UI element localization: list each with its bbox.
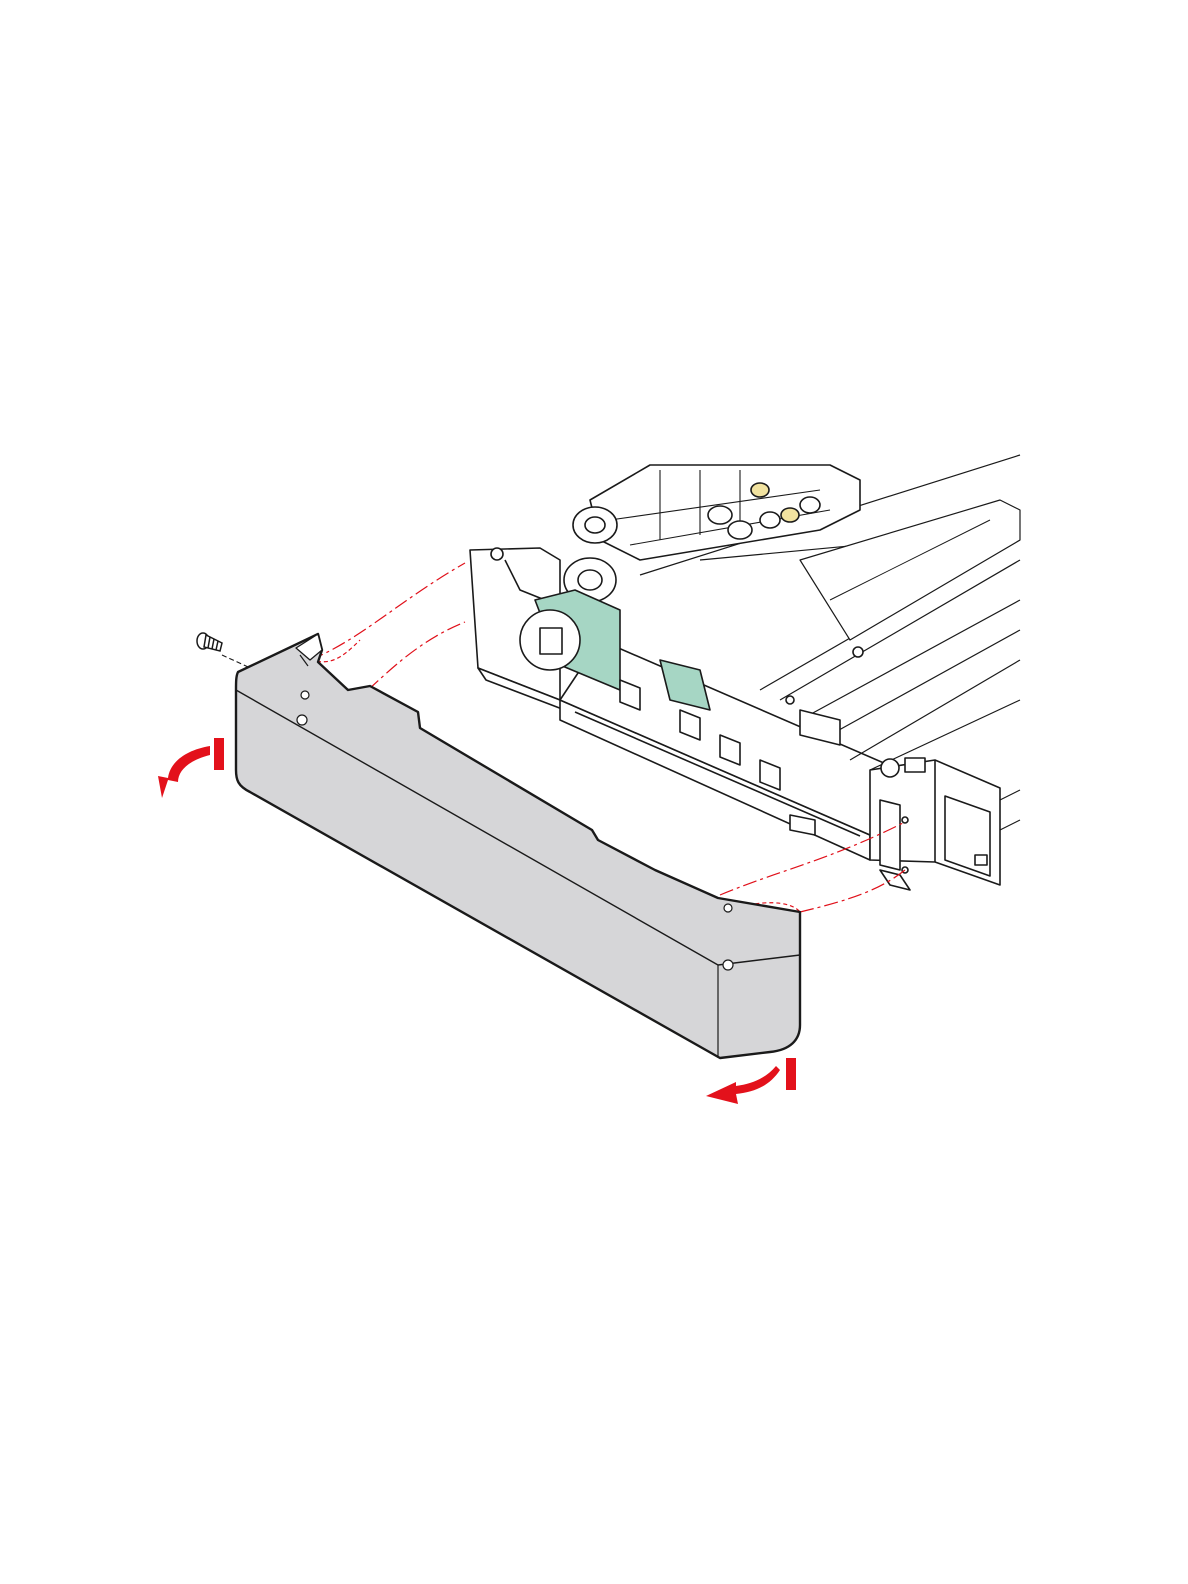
screw-icon bbox=[197, 633, 222, 651]
drive-gear bbox=[520, 610, 580, 670]
rotate-arrow-right-icon bbox=[706, 1058, 796, 1104]
rotate-arrow-left-icon bbox=[158, 738, 224, 798]
